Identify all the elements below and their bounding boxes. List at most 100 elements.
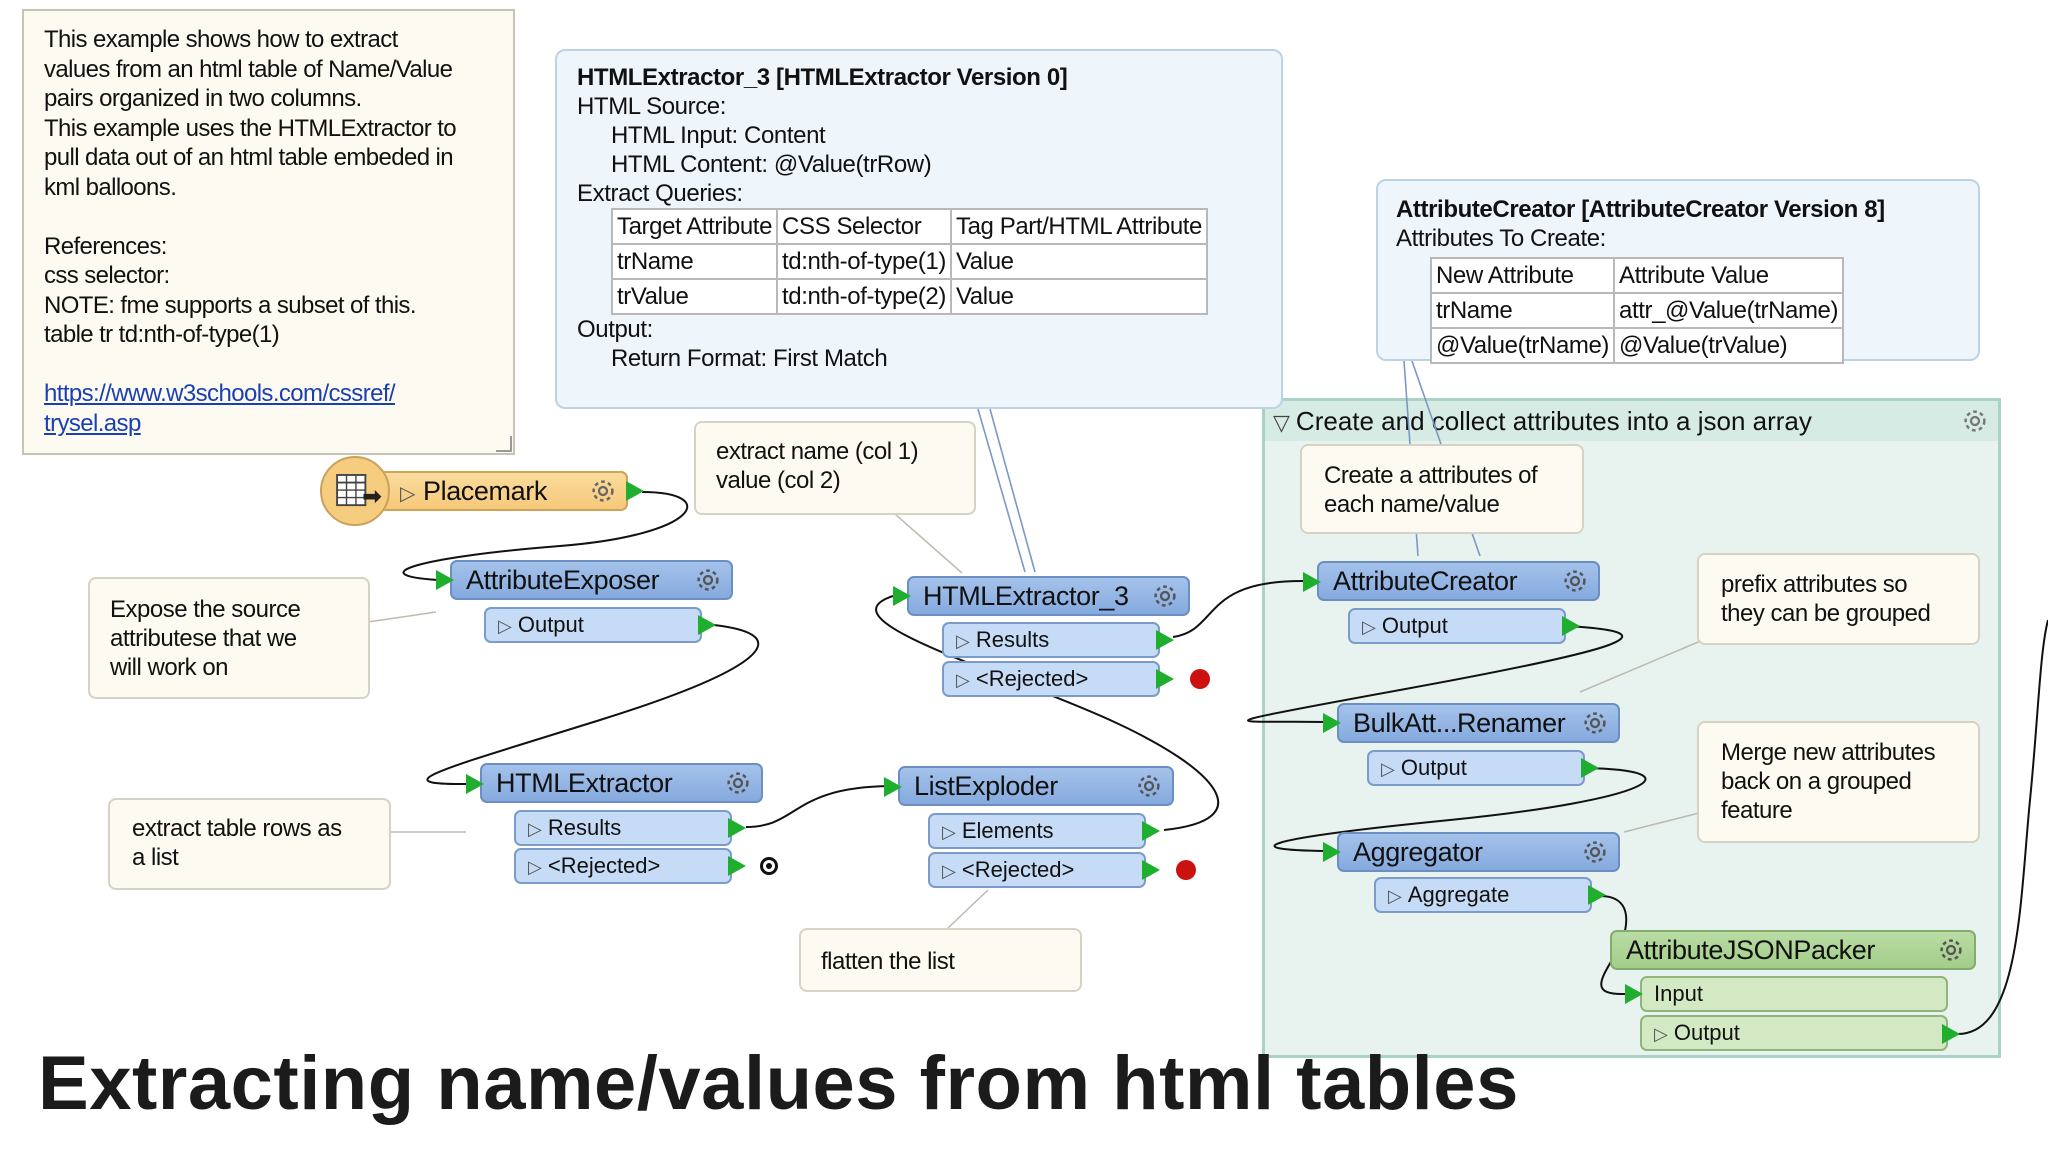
output-port-arrow[interactable] [1142,821,1160,841]
expand-triangle-icon[interactable]: ▷ [956,670,970,690]
annotation-extract-name[interactable]: extract name (col 1) value (col 2) [694,421,976,515]
gear-icon[interactable] [1936,935,1966,965]
annotation-prefix[interactable]: prefix attributes so they can be grouped [1697,553,1980,645]
note-line: pairs organized in two columns. [44,85,362,112]
bookmark-header[interactable]: ▽Create and collect attributes into a js… [1265,401,1998,441]
reference-link[interactable]: https://www.w3schools.com/cssref/ [44,380,396,407]
expand-triangle-icon[interactable]: ▷ [942,861,956,881]
gear-icon[interactable] [1580,708,1610,738]
gear-icon[interactable] [1960,406,1990,436]
output-port-arrow[interactable] [1562,616,1580,636]
table-cell: td:nth-of-type(1) [776,243,952,280]
connection-wire [745,785,896,828]
output-port-arrow[interactable] [728,856,746,876]
annotation-line: will work on [110,654,229,681]
attribute-creator[interactable]: AttributeCreator [1317,561,1600,601]
table-cell: Value [949,243,1209,280]
expand-triangle-icon[interactable]: ▷ [956,631,970,651]
expand-triangle-icon[interactable]: ▷ [942,822,956,842]
reference-link[interactable]: trysel.asp [44,409,141,437]
annotation-leader [886,506,963,574]
attribute-exposer[interactable]: AttributeExposer [450,560,733,600]
elements-port[interactable]: ▷Elements [928,813,1146,849]
expand-triangle-icon[interactable]: ▷ [1654,1024,1668,1044]
annotation-expose[interactable]: Expose the source attributese that we wi… [88,577,370,699]
output-port-arrow[interactable] [626,481,644,501]
aggregate-port[interactable]: ▷Aggregate [1374,877,1592,913]
expand-triangle-icon[interactable]: ▷ [400,483,415,505]
expand-triangle-icon[interactable]: ▷ [528,819,542,839]
sink-terminator-icon[interactable] [760,857,778,875]
gear-icon[interactable] [1580,837,1610,867]
connection-wire [1273,767,1647,852]
red-rejected-dot[interactable] [1190,669,1210,689]
output-port[interactable]: ▷Output [484,607,702,643]
gear-icon[interactable] [1150,581,1180,611]
output-port-arrow[interactable] [1942,1024,1960,1044]
output-port-arrow[interactable] [698,615,716,635]
input-port-arrow[interactable] [1323,842,1341,862]
annotation-flatten[interactable]: flatten the list [799,928,1082,992]
table-row: Target Attribute CSS Selector Tag Part/H… [610,208,1209,245]
expand-triangle-icon[interactable]: ▷ [1381,759,1395,779]
tooltip-line: HTML Content: @Value(trRow) [611,151,932,178]
tooltip-pointer [989,408,1036,573]
annotation-line: they can be grouped [1721,600,1931,627]
output-port[interactable]: ▷Output [1367,750,1585,786]
output-port[interactable]: ▷Output [1640,1015,1948,1051]
connection-wire [875,595,1220,831]
port-label: Results [547,815,622,840]
expand-triangle-icon[interactable]: ▷ [498,616,512,636]
annotation-line: extract name (col 1) [716,438,919,465]
page-title: Extracting name/values from html tables [38,1041,1519,1126]
collapse-triangle-icon[interactable]: ▽ [1273,410,1290,435]
placemark-reader[interactable]: ▷Placemark [378,471,628,511]
input-port-arrow[interactable] [436,570,454,590]
rejected-port[interactable]: ▷<Rejected> [942,661,1160,697]
results-port[interactable]: ▷Results [514,810,732,846]
attribute-json-packer[interactable]: AttributeJSONPacker [1610,930,1976,970]
extract-queries-table: Target Attribute CSS Selector Tag Part/H… [610,208,1209,315]
expand-triangle-icon[interactable]: ▷ [1388,886,1402,906]
annotation-extract-rows[interactable]: extract table rows as a list [108,798,391,890]
tooltip-line: HTML Input: Content [611,122,826,149]
gear-icon[interactable] [723,768,753,798]
input-port-arrow[interactable] [884,777,902,797]
connection-wire [426,624,760,786]
input-port-arrow[interactable] [1323,713,1341,733]
input-port-arrow[interactable] [466,774,484,794]
htmlextractor-3[interactable]: HTMLExtractor_3 [907,576,1190,616]
output-port-arrow[interactable] [1588,885,1606,905]
rejected-port[interactable]: ▷<Rejected> [928,852,1146,888]
gear-icon[interactable] [1134,771,1164,801]
output-port-arrow[interactable] [1156,669,1174,689]
aggregator[interactable]: Aggregator [1337,832,1620,872]
input-port-arrow[interactable] [1625,984,1643,1004]
rejected-port[interactable]: ▷<Rejected> [514,848,732,884]
gear-icon[interactable] [1560,566,1590,596]
output-port[interactable]: ▷Output [1348,608,1566,644]
expand-triangle-icon[interactable]: ▷ [1362,617,1376,637]
input-port-arrow[interactable] [893,586,911,606]
gear-icon[interactable] [693,565,723,595]
output-port-arrow[interactable] [728,818,746,838]
output-port-arrow[interactable] [1142,860,1160,880]
htmlextractor[interactable]: HTMLExtractor [480,763,763,803]
annotation-create-attrs[interactable]: Create a attributes of each name/value [1300,444,1584,534]
results-port[interactable]: ▷Results [942,622,1160,658]
bulk-attribute-renamer[interactable]: BulkAtt...Renamer [1337,703,1620,743]
description-note[interactable]: This example shows how to extract values… [22,9,515,455]
list-exploder[interactable]: ListExploder [898,766,1174,806]
note-line [44,202,493,232]
output-port-arrow[interactable] [1581,758,1599,778]
gear-icon[interactable] [588,476,618,506]
annotation-merge[interactable]: Merge new attributes back on a grouped f… [1697,721,1980,843]
output-port-arrow[interactable] [1156,630,1174,650]
table-reader-icon[interactable] [320,456,390,526]
input-port[interactable]: Input [1640,976,1948,1012]
input-port-arrow[interactable] [1303,572,1321,592]
resize-handle[interactable] [496,436,512,452]
expand-triangle-icon[interactable]: ▷ [528,857,542,877]
tooltip-heading: AttributeCreator [AttributeCreator Versi… [1396,196,1885,223]
red-rejected-dot[interactable] [1176,860,1196,880]
